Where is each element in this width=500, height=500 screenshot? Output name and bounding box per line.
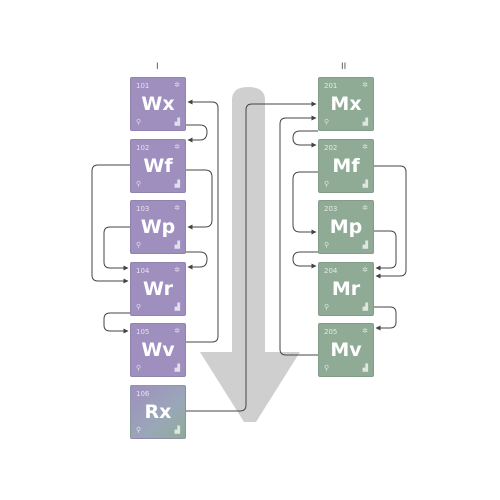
stairs-icon: ▟ (174, 119, 180, 126)
figure-icon: ⚲ (136, 119, 142, 126)
tile-number: 101 (136, 82, 150, 90)
tile-wx: 101 ✲ Wx ⚲ ▟ (130, 77, 186, 131)
figure-icon: ⚲ (324, 181, 330, 188)
gear-icon: ✲ (174, 82, 180, 89)
figure-icon: ⚲ (136, 242, 142, 249)
gear-icon: ✲ (362, 205, 368, 212)
stairs-icon: ▟ (362, 365, 368, 372)
tile-mf: 202 ✲ Mf ⚲ ▟ (318, 139, 374, 193)
tile-rx: 106 Rx ⚲ ▟ (130, 385, 186, 439)
tile-wv: 105 ✲ Wv ⚲ ▟ (130, 323, 186, 377)
column-label-left: I (156, 62, 159, 72)
tile-number: 102 (136, 144, 150, 152)
stairs-icon: ▟ (362, 181, 368, 188)
tile-symbol: Rx (144, 401, 172, 423)
gear-icon: ✲ (362, 144, 368, 151)
figure-icon: ⚲ (324, 365, 330, 372)
tile-number: 104 (136, 267, 150, 275)
figure-icon: ⚲ (324, 304, 330, 311)
tile-symbol: Mx (330, 93, 362, 115)
tile-wp: 103 ✲ Wp ⚲ ▟ (130, 200, 186, 254)
tile-wr: 104 ✲ Wr ⚲ ▟ (130, 262, 186, 316)
tile-number: 204 (324, 267, 338, 275)
column-label-right: II (341, 62, 347, 72)
stairs-icon: ▟ (174, 304, 180, 311)
stairs-icon: ▟ (174, 242, 180, 249)
stairs-icon: ▟ (174, 427, 180, 434)
gear-icon: ✲ (362, 328, 368, 335)
big-down-arrow (200, 87, 300, 422)
tile-symbol: Mv (330, 339, 362, 361)
gear-icon: ✲ (174, 267, 180, 274)
tile-symbol: Mf (332, 155, 360, 177)
gear-icon: ✲ (174, 328, 180, 335)
tile-mv: 205 ✲ Mv ⚲ ▟ (318, 323, 374, 377)
stairs-icon: ▟ (362, 242, 368, 249)
tile-symbol: Mr (331, 278, 361, 300)
figure-icon: ⚲ (136, 365, 142, 372)
tile-number: 205 (324, 328, 338, 336)
tile-wf: 102 ✲ Wf ⚲ ▟ (130, 139, 186, 193)
tile-number: 201 (324, 82, 338, 90)
gear-icon: ✲ (174, 205, 180, 212)
tile-symbol: Mp (329, 216, 363, 238)
tile-symbol: Wr (143, 278, 173, 300)
stairs-icon: ▟ (362, 119, 368, 126)
stairs-icon: ▟ (362, 304, 368, 311)
figure-icon: ⚲ (136, 427, 142, 434)
figure-icon: ⚲ (136, 304, 142, 311)
tile-symbol: Wx (141, 93, 175, 115)
tile-number: 105 (136, 328, 150, 336)
tile-number: 202 (324, 144, 338, 152)
tile-mx: 201 ✲ Mx ⚲ ▟ (318, 77, 374, 131)
gear-icon: ✲ (362, 82, 368, 89)
figure-icon: ⚲ (324, 242, 330, 249)
tile-symbol: Wf (143, 155, 173, 177)
figure-icon: ⚲ (136, 181, 142, 188)
tile-mp: 203 ✲ Mp ⚲ ▟ (318, 200, 374, 254)
gear-icon: ✲ (362, 267, 368, 274)
tile-symbol: Wp (140, 216, 176, 238)
figure-icon: ⚲ (324, 119, 330, 126)
tile-number: 203 (324, 205, 338, 213)
tile-mr: 204 ✲ Mr ⚲ ▟ (318, 262, 374, 316)
tile-number: 106 (136, 390, 150, 398)
tile-symbol: Wv (141, 339, 175, 361)
gear-icon: ✲ (174, 144, 180, 151)
stairs-icon: ▟ (174, 181, 180, 188)
tile-number: 103 (136, 205, 150, 213)
stairs-icon: ▟ (174, 365, 180, 372)
